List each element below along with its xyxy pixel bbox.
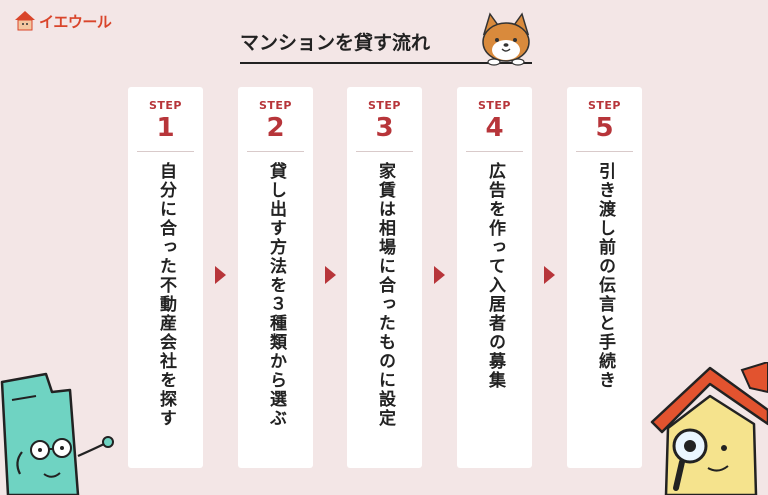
arrow-right-icon [215,266,226,284]
title-block: マンションを貸す流れ [240,26,532,66]
step-card-2: STEP 2 貸し出す方法を３種類から選ぶ [238,87,313,468]
step-label: STEP [367,99,401,112]
building-mascot-icon [0,372,114,495]
card-divider [466,151,523,152]
step-card-5: STEP 5 引き渡し前の伝言と手続き [567,87,642,468]
house-mascot-icon [650,362,768,495]
step-label: STEP [148,99,182,112]
card-divider [247,151,304,152]
card-divider [137,151,194,152]
brand-logo[interactable]: イエウール [14,10,112,32]
dog-mascot-icon [482,12,530,66]
step-number: 4 [485,113,504,143]
step-label: STEP [477,99,511,112]
step-number: 2 [266,113,285,143]
step-text: 貸し出す方法を３種類から選ぶ [266,162,286,428]
title-underline [240,62,532,64]
step-text: 家賃は相場に合ったものに設定 [375,162,395,428]
arrow-right-icon [434,266,445,284]
step-text: 自分に合った不動産会社を探す [156,162,176,428]
step-text: 引き渡し前の伝言と手続き [595,162,615,390]
card-divider [576,151,633,152]
step-card-1: STEP 1 自分に合った不動産会社を探す [128,87,203,468]
page-title: マンションを貸す流れ [240,32,431,54]
step-label: STEP [587,99,621,112]
step-card-3: STEP 3 家賃は相場に合ったものに設定 [347,87,422,468]
step-number: 1 [156,113,175,143]
step-text: 広告を作って入居者の募集 [485,162,505,390]
arrow-right-icon [325,266,336,284]
arrow-right-icon [544,266,555,284]
step-number: 5 [595,113,614,143]
step-card-4: STEP 4 広告を作って入居者の募集 [457,87,532,468]
step-number: 3 [375,113,394,143]
house-logo-icon [15,11,35,31]
logo-text: イエウール [39,12,112,31]
step-label: STEP [258,99,292,112]
card-divider [356,151,413,152]
